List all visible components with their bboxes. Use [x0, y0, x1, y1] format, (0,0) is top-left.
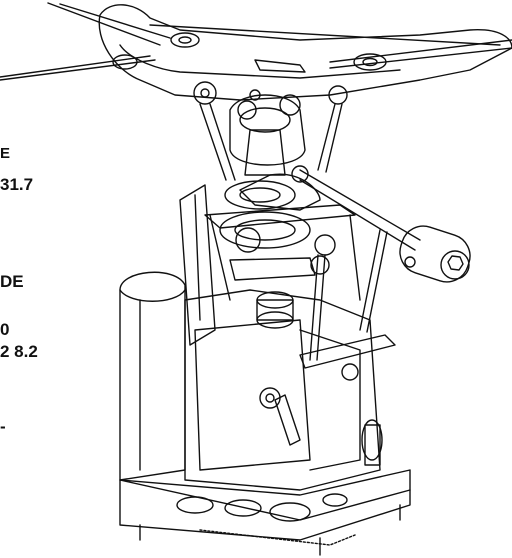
cropped-text-2: 31.7 — [0, 175, 34, 194]
cropped-text-6: - — [0, 417, 6, 436]
flybar-weight — [291, 165, 471, 283]
cropped-text-4: 0 — [0, 320, 10, 339]
rotor-blade-lines — [0, 2, 512, 81]
mounting-plate — [119, 419, 411, 556]
cropped-text-1: E — [0, 145, 11, 162]
center-hub — [219, 94, 336, 281]
pitch-links — [193, 81, 348, 181]
cropped-text-5: 2 8.2 — [0, 342, 38, 361]
blade-grip-yoke — [98, 4, 512, 101]
guide-frame — [179, 184, 361, 346]
cropped-text-3: DE — [0, 272, 24, 291]
shaft-collar — [256, 291, 294, 329]
gearbox-body — [119, 271, 381, 491]
